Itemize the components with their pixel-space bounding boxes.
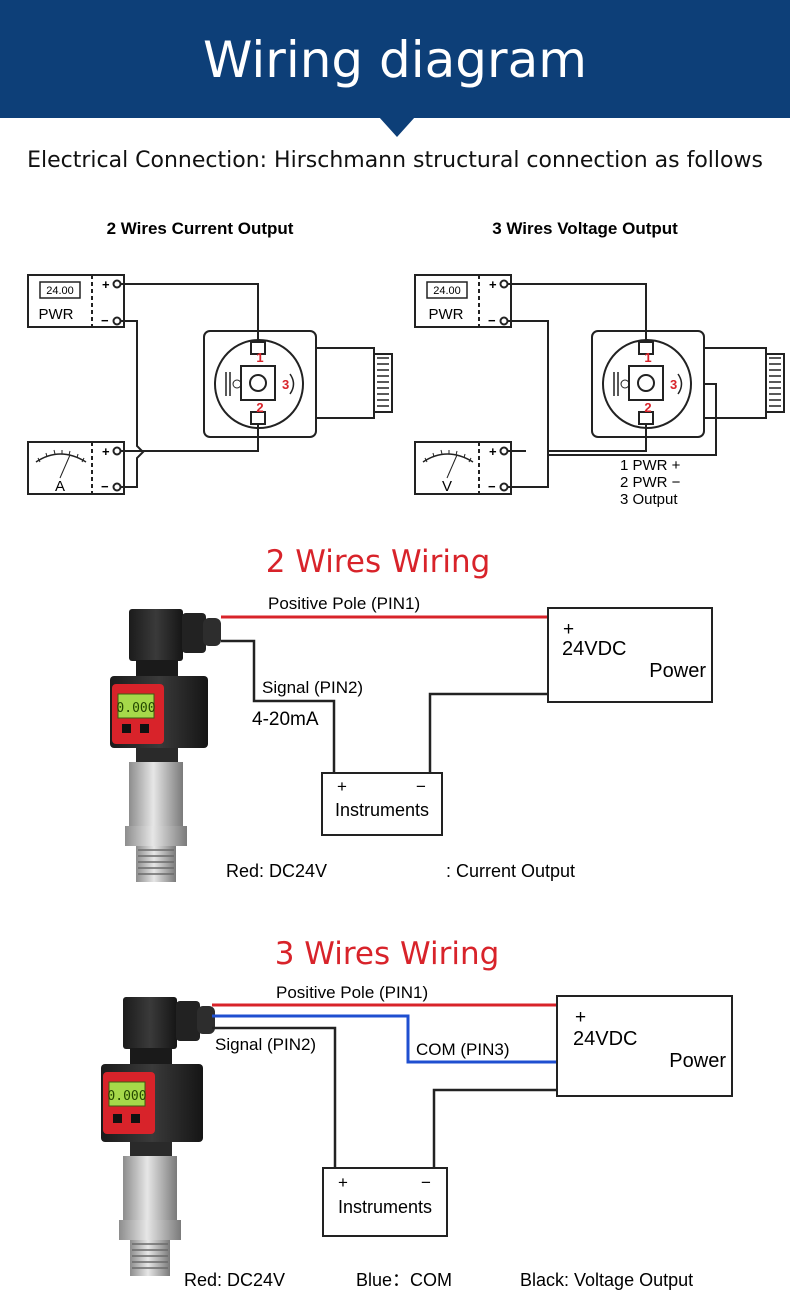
two-wire-transmitter: 0.000 <box>110 609 221 882</box>
three-wire-com-label: COM (PIN3) <box>416 1040 510 1059</box>
right-pwr-display: 24.00 <box>433 285 461 297</box>
left-pin2: 2 <box>256 400 263 415</box>
three-wire-instruments-box <box>322 1167 448 1237</box>
three-wire-inst-minus: − <box>421 1173 431 1192</box>
left-wires <box>121 283 259 488</box>
three-wire-wires <box>212 1003 557 1168</box>
three-wire-transmitter: 0.000 <box>101 997 215 1276</box>
three-wire-power-voltage: 24VDC <box>573 1028 637 1050</box>
right-diagram-title: 3 Wires Voltage Output <box>492 219 678 238</box>
two-wire-positive-label: Positive Pole (PIN1) <box>268 594 420 613</box>
three-wire-power-plus: + <box>575 1007 586 1028</box>
page-subtitle: Electrical Connection: Hirschmann struct… <box>27 148 763 173</box>
right-pin2: 2 <box>644 400 651 415</box>
three-wire-note-red: Red: DC24V <box>184 1270 285 1290</box>
three-wire-note-blue: Blue：COM <box>356 1270 452 1290</box>
two-wire-wires <box>221 615 548 773</box>
three-wire-title: 3 Wires Wiring <box>275 936 500 972</box>
two-wire-power-voltage: 24VDC <box>562 638 626 660</box>
right-hirschmann-connector <box>591 330 785 438</box>
right-voltmeter <box>414 441 512 495</box>
left-ammeter-label: A <box>55 478 65 495</box>
left-ammeter-plus: + <box>102 444 110 459</box>
left-pin1: 1 <box>256 350 263 365</box>
svg-text:0.000: 0.000 <box>107 1089 146 1104</box>
right-pin3: 3 <box>670 377 677 392</box>
three-wire-positive-label: Positive Pole (PIN1) <box>276 983 428 1002</box>
left-power-supply <box>27 274 125 328</box>
two-wire-title: 2 Wires Wiring <box>266 544 491 580</box>
left-pwr-display: 24.00 <box>46 285 74 297</box>
left-hirschmann-connector <box>203 330 393 438</box>
svg-text:0.000: 0.000 <box>116 701 155 716</box>
right-pwr-plus: + <box>489 277 497 292</box>
left-pwr-minus: − <box>101 313 109 328</box>
left-pin3: 3 <box>282 377 289 392</box>
right-pwr-minus: − <box>488 313 496 328</box>
three-wire-inst-plus: + <box>338 1173 348 1192</box>
right-legend-1: 1 PWR + <box>620 457 681 474</box>
two-wire-power-label: Power <box>649 660 706 682</box>
right-voltmeter-minus: − <box>488 479 496 494</box>
right-wires <box>508 283 717 488</box>
banner-pointer <box>379 117 415 137</box>
three-wire-signal-label: Signal (PIN2) <box>215 1035 316 1054</box>
two-wire-note-red: Red: DC24V <box>226 861 327 881</box>
page-title: Wiring diagram <box>203 31 587 89</box>
two-wire-power-box <box>547 607 713 703</box>
three-wire-power-label: Power <box>669 1050 726 1072</box>
three-wire-note-black: Black: Voltage Output <box>520 1270 693 1290</box>
two-wire-instruments-box <box>321 772 443 836</box>
two-wire-inst-minus: − <box>416 777 426 796</box>
left-ammeter <box>27 441 125 495</box>
header-banner <box>0 0 790 118</box>
right-voltmeter-label: V <box>442 478 452 495</box>
right-legend-2: 2 PWR − <box>620 474 681 491</box>
two-wire-inst-label: Instruments <box>335 800 429 820</box>
left-pwr-label: PWR <box>39 306 74 323</box>
three-wire-power-box <box>556 995 733 1097</box>
left-diagram-title: 2 Wires Current Output <box>107 219 294 238</box>
three-wire-inst-label: Instruments <box>338 1197 432 1217</box>
right-legend-3: 3 Output <box>620 491 678 508</box>
left-ammeter-minus: − <box>101 479 109 494</box>
right-power-supply <box>414 274 512 328</box>
two-wire-power-plus: + <box>563 619 574 640</box>
right-pin1: 1 <box>644 350 651 365</box>
two-wire-inst-plus: + <box>337 777 347 796</box>
right-pwr-label: PWR <box>429 306 464 323</box>
two-wire-note-output: : Current Output <box>446 861 575 881</box>
two-wire-current-label: 4-20mA <box>252 709 319 730</box>
right-voltmeter-plus: + <box>489 444 497 459</box>
left-pwr-plus: + <box>102 277 110 292</box>
two-wire-signal-label: Signal (PIN2) <box>262 678 363 697</box>
